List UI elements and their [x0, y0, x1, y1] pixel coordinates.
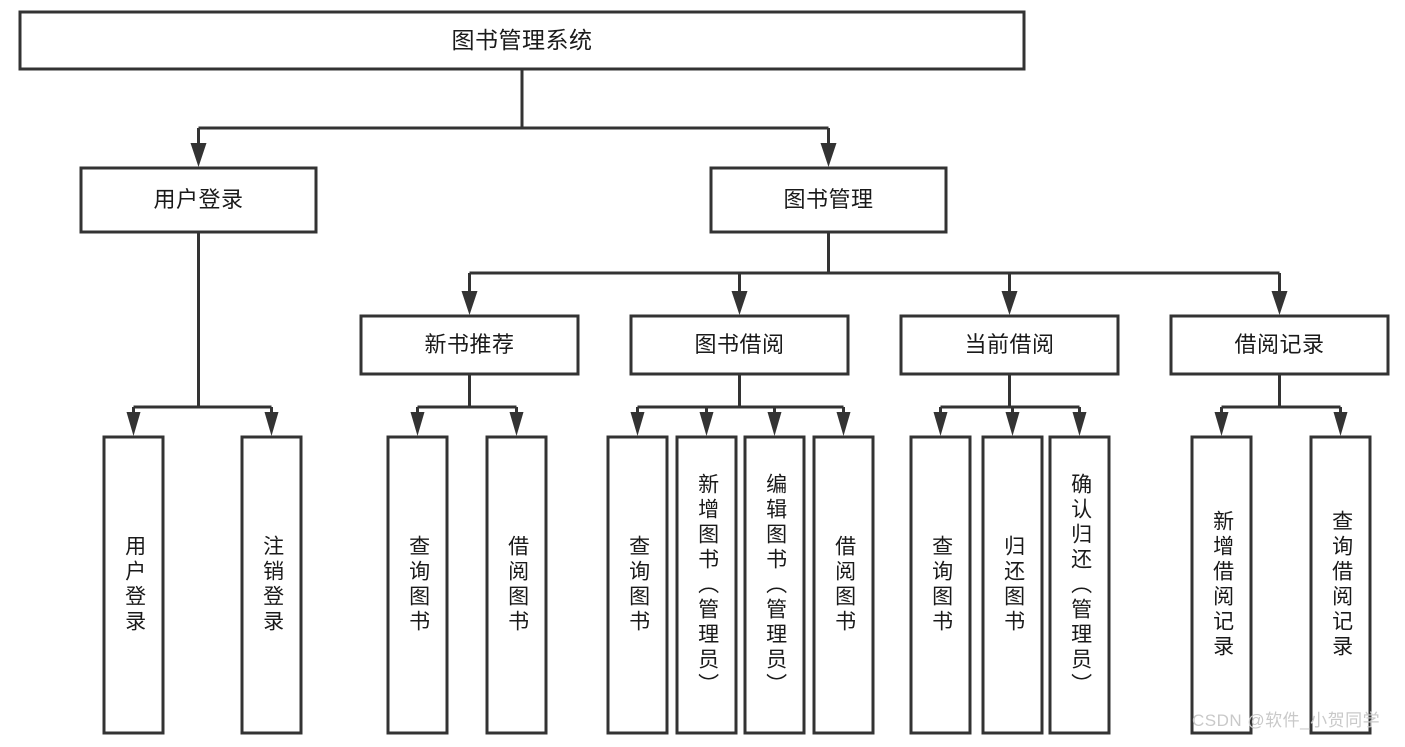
connector-group-borrow-record — [1214, 374, 1348, 436]
arrow-head-leaf-2 — [410, 412, 425, 436]
node-box-level1-0[interactable] — [79, 166, 318, 234]
connector-group-current-borrow — [933, 374, 1087, 436]
arrow-head-leaf-1 — [264, 412, 279, 436]
arrow-head-leaf-11 — [1214, 412, 1229, 436]
arrow-head-leaf-5 — [699, 412, 714, 436]
arrow-head-l1-1 — [820, 143, 837, 167]
node-box-leaf-7[interactable] — [812, 435, 875, 735]
node-box-level2-2[interactable] — [899, 314, 1120, 376]
node-box-leaf-6[interactable] — [743, 435, 806, 735]
arrow-head-leaf-4 — [630, 412, 645, 436]
node-box-leaf-11[interactable] — [1190, 435, 1253, 735]
arrow-head-l1-0 — [190, 143, 207, 167]
node-box-leaf-0[interactable] — [102, 435, 165, 735]
node-box-level2-1[interactable] — [629, 314, 850, 376]
node-box-leaf-2[interactable] — [386, 435, 449, 735]
arrow-head-leaf-6 — [767, 412, 782, 436]
arrow-head-leaf-8 — [933, 412, 948, 436]
arrow-head-leaf-0 — [126, 412, 141, 436]
arrow-head-l2-0 — [461, 291, 478, 315]
node-box-leaf-3[interactable] — [485, 435, 548, 735]
node-box-leaf-4[interactable] — [606, 435, 669, 735]
arrow-head-l2-3 — [1271, 291, 1288, 315]
connector-group-user-login — [126, 232, 279, 436]
node-box-leaf-9[interactable] — [981, 435, 1044, 735]
connector-group-new-book — [410, 374, 524, 436]
node-box-root[interactable] — [18, 10, 1026, 71]
node-box-leaf-8[interactable] — [909, 435, 972, 735]
arrow-head-leaf-12 — [1333, 412, 1348, 436]
connector-group-book-mgmt — [461, 232, 1288, 315]
arrow-head-l2-1 — [731, 291, 748, 315]
node-box-level2-3[interactable] — [1169, 314, 1390, 376]
connector-group-root — [190, 69, 837, 167]
node-box-leaf-1[interactable] — [240, 435, 303, 735]
node-box-leaf-10[interactable] — [1048, 435, 1111, 735]
watermark-text: CSDN @软件_小贺同学 — [1192, 711, 1381, 730]
connector-group-borrow — [630, 374, 851, 436]
node-box-leaf-5[interactable] — [675, 435, 738, 735]
arrow-head-leaf-9 — [1005, 412, 1020, 436]
node-box-level1-1[interactable] — [709, 166, 948, 234]
node-box-leaf-12[interactable] — [1309, 435, 1372, 735]
arrow-head-leaf-3 — [509, 412, 524, 436]
arrow-head-leaf-7 — [836, 412, 851, 436]
arrow-head-l2-2 — [1001, 291, 1018, 315]
arrow-head-leaf-10 — [1072, 412, 1087, 436]
node-box-level2-0[interactable] — [359, 314, 580, 376]
